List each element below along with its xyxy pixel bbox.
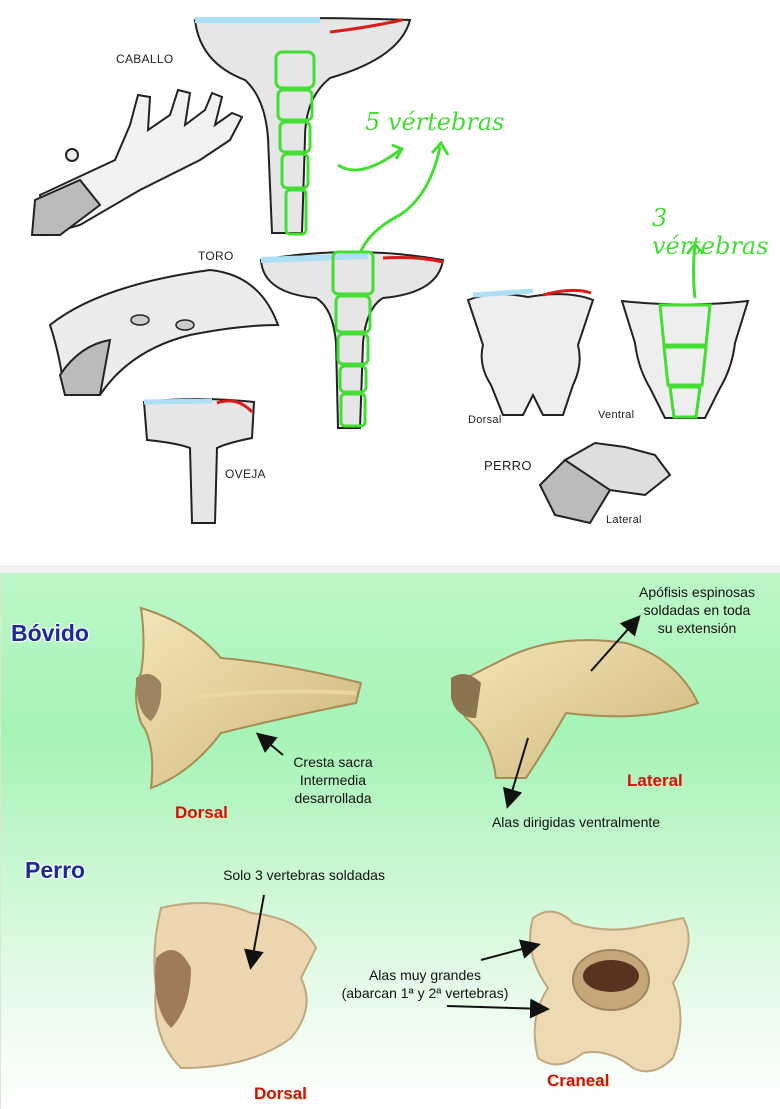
three-vertebrae-arrow xyxy=(685,241,705,299)
note-large-wings-line1: Alas muy grandes xyxy=(368,967,482,983)
note-crest-line1: Cresta sacra xyxy=(293,754,373,770)
annotation-five-vertebrae: 5 vértebras xyxy=(365,108,505,136)
five-vertebrae-arrows xyxy=(337,140,450,254)
label-ventral-drawing: Ventral xyxy=(598,409,635,421)
anatomy-drawing-panel: CABALLO TORO OVEJA PERRO Dorsal Ventral … xyxy=(30,17,769,526)
horse-dorsal-sacrum xyxy=(193,17,412,236)
note-spinous-line3: su extensión xyxy=(657,620,737,636)
dog-ventral-sacrum xyxy=(620,299,750,419)
panel-separator xyxy=(0,565,780,573)
label-toro: TORO xyxy=(198,249,234,263)
note-wings-ventral: Alas dirigidas ventralmente xyxy=(491,814,661,830)
title-perro: Perro xyxy=(25,857,86,883)
label-lateral-drawing: Lateral xyxy=(606,514,642,526)
view-bovine-dorsal: Dorsal xyxy=(175,803,228,822)
horse-lateral-sacrum xyxy=(30,88,244,237)
note-spinous-processes: Apófisis espinosas soldadas en toda su e… xyxy=(617,583,777,637)
dog-dorsal-bone xyxy=(153,902,318,1070)
note-spinous-line2: soldadas en toda xyxy=(643,602,751,618)
label-dorsal-drawing: Dorsal xyxy=(468,414,502,426)
view-dog-dorsal: Dorsal xyxy=(254,1084,307,1103)
view-bovine-lateral: Lateral xyxy=(627,771,683,790)
title-bovido: Bóvido xyxy=(11,620,89,646)
view-dog-cranial: Craneal xyxy=(547,1071,610,1090)
label-perro: PERRO xyxy=(484,458,532,473)
note-spinous-line1: Apófisis espinosas xyxy=(639,584,755,600)
dog-cranial-bone xyxy=(529,910,690,1073)
bovine-lateral-bone xyxy=(451,639,700,779)
label-caballo: CABALLO xyxy=(116,52,174,66)
bull-lateral-sacrum xyxy=(48,268,280,396)
note-sacral-crest: Cresta sacra Intermedia desarrollada xyxy=(275,753,391,807)
bovine-dorsal-bone xyxy=(135,606,363,790)
dog-dorsal-sacrum xyxy=(466,288,595,416)
note-crest-line3: desarrollada xyxy=(294,790,372,806)
label-oveja: OVEJA xyxy=(225,467,266,481)
sheep-dorsal-sacrum xyxy=(142,398,256,524)
annotation-three-vertebrae: 3 vértebras xyxy=(652,204,769,260)
bone-photo-panel: Bóvido Perro xyxy=(0,573,780,1109)
note-large-wings-line2: (abarcan 1ª y 2ª vertebras) xyxy=(341,985,509,1001)
bull-dorsal-sacrum xyxy=(259,250,445,429)
note-large-wings: Alas muy grandes (abarcan 1ª y 2ª verteb… xyxy=(319,966,531,1002)
note-three-vertebrae: Solo 3 vertebras soldadas xyxy=(223,867,385,883)
pointer-arrows xyxy=(244,615,641,1019)
note-crest-line2: Intermedia xyxy=(299,772,367,788)
dog-lateral-sacrum xyxy=(538,441,672,525)
